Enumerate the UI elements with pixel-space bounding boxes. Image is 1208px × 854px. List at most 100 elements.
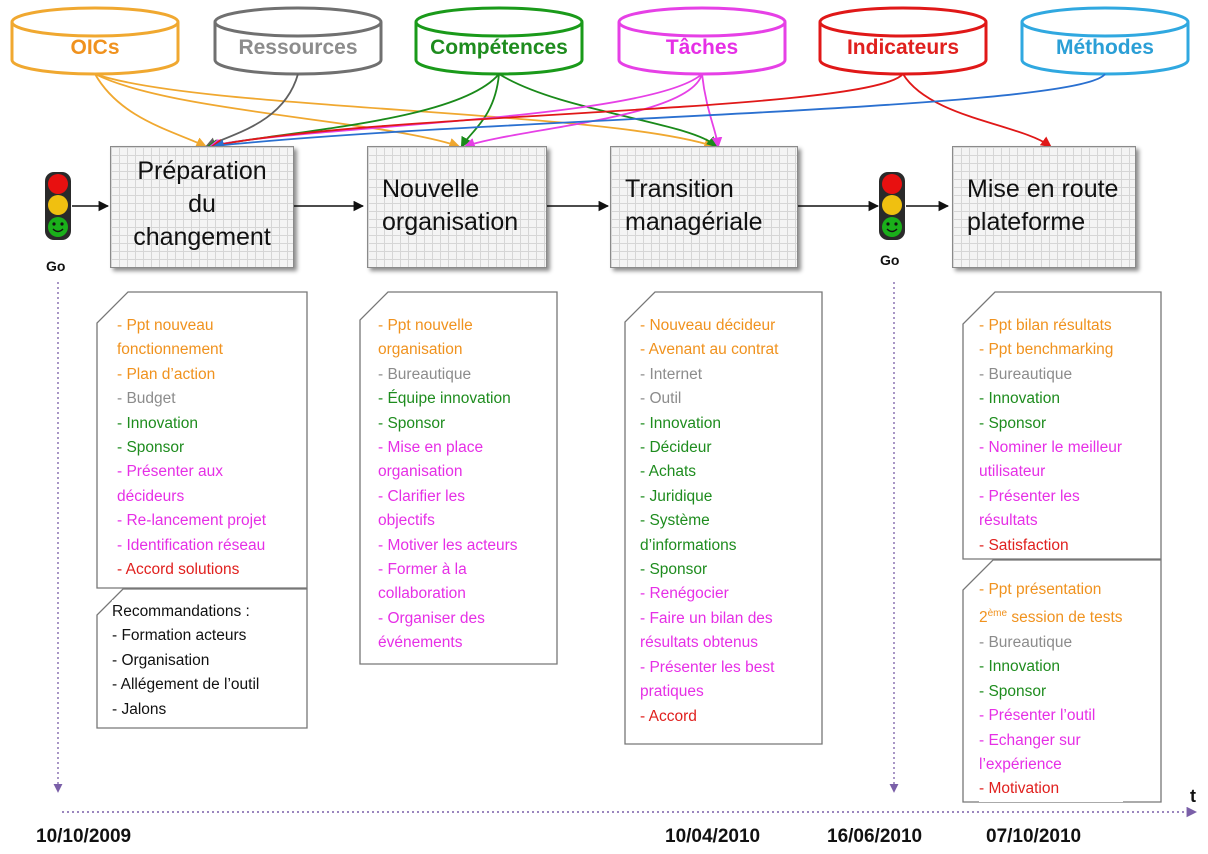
go-label-milestone: Go: [880, 252, 900, 268]
card-line: organisation: [378, 341, 463, 359]
card-line: - Juridique: [640, 487, 713, 505]
card-line: - Faire un bilan des: [640, 609, 773, 627]
card-line: - Présenter aux: [117, 463, 223, 481]
card-line: organisation: [378, 463, 463, 481]
card-line: - Nouveau décideur: [640, 317, 776, 334]
date-label: 07/10/2010: [986, 826, 1082, 847]
phase-box-mise-en-route: Mise en route plateforme: [952, 146, 1136, 268]
card-line: - Ppt nouveau: [117, 317, 214, 334]
card-line: - Présenter les best: [640, 658, 775, 676]
card-line: - Plan d’action: [117, 365, 216, 383]
card-line: - Sponsor: [640, 561, 708, 579]
card-line: - Internet: [640, 365, 703, 383]
phase-line: organisation: [382, 208, 519, 236]
card-line: - Nominer le meilleur: [979, 439, 1122, 457]
phase-box-preparation: Préparation du changement: [110, 146, 294, 268]
card-line: - Outil: [640, 390, 682, 408]
card-line: - Organiser des: [378, 609, 485, 627]
phase-line: managériale: [625, 208, 763, 236]
card-line: pratiques: [640, 683, 704, 701]
date-label: 10/04/2010: [665, 826, 761, 847]
card-line: - Système: [640, 512, 710, 530]
card-line: - Sponsor: [979, 414, 1047, 432]
card-line: - Allégement de l’outil: [112, 676, 260, 694]
card-line: - Echanger sur: [979, 731, 1081, 749]
card-recommandations: Recommandations : - Formation acteurs - Or…: [112, 600, 260, 723]
time-axis-label: t: [1190, 786, 1196, 806]
card-line: - Achats: [640, 463, 696, 481]
card-line: - Bureautique: [378, 365, 472, 383]
card-line: - Ppt nouvelle: [378, 317, 473, 334]
card-line: - Équipe innovation: [378, 390, 511, 408]
card-line: 2ème session de tests: [979, 608, 1123, 627]
source-label-competences: Compétences: [430, 36, 568, 59]
card-transition: - Nouveau décideur - Avenant au contrat - …: [640, 314, 779, 729]
card-line: - Sponsor: [117, 439, 185, 457]
card-line: - Ppt présentation: [979, 581, 1102, 598]
card-line: - Ppt benchmarking: [979, 341, 1114, 359]
card-line: résultats: [979, 512, 1038, 530]
card-line: - Innovation: [979, 390, 1060, 408]
card-line: l’expérience: [979, 756, 1062, 773]
source-label-indicateurs: Indicateurs: [846, 36, 960, 59]
card-line: - Sponsor: [979, 682, 1047, 700]
card-preparation: - Ppt nouveau fonctionnement - Plan d’acti…: [117, 314, 267, 583]
card-line: - Présenter l’outil: [979, 707, 1096, 725]
source-connections: [94, 73, 1106, 151]
milestone-lines: [53, 282, 899, 793]
card-line: - Innovation: [117, 414, 198, 432]
card-line: - Motiver les acteurs: [378, 536, 518, 554]
source-label-oics: OICs: [70, 36, 120, 59]
card-line: - Présenter les: [979, 487, 1080, 505]
card-line: - Décideur: [640, 439, 712, 457]
card-line: fonctionnement: [117, 341, 223, 359]
card-line: - Satisfaction: [979, 536, 1069, 554]
phase-line: Nouvelle: [382, 175, 480, 203]
date-label: 16/06/2010: [827, 826, 923, 847]
card-line: objectifs: [378, 512, 435, 530]
card-line: - Mise en place: [378, 439, 484, 457]
phase-line: Préparation: [137, 157, 267, 185]
card-line: - Innovation: [640, 414, 721, 432]
card-line: collaboration: [378, 585, 466, 603]
card-line: - Innovation: [979, 658, 1060, 676]
go-label-start: Go: [46, 258, 66, 274]
card-line: - Re-lancement projet: [117, 512, 267, 530]
card-line: - Identification réseau: [117, 536, 266, 554]
card-line: utilisateur: [979, 463, 1046, 481]
traffic-light-go: [879, 172, 905, 240]
cylinder-ressources: [213, 6, 383, 76]
phase-line: plateforme: [967, 208, 1086, 236]
card-nouvelle-organisation: - Ppt nouvelle organisation - Bureautique -…: [378, 314, 518, 656]
traffic-light-start: [45, 172, 71, 240]
card-line: - Bureautique: [979, 365, 1073, 383]
card-line: d’informations: [640, 536, 737, 554]
cylinder-oics: [10, 6, 180, 76]
card-line: - Organisation: [112, 651, 210, 669]
source-label-methodes: Méthodes: [1055, 36, 1154, 59]
source-label-ressources: Ressources: [238, 36, 358, 59]
phase-line: du: [188, 190, 216, 218]
phase-line: changement: [133, 223, 271, 251]
card-line: - Renégocier: [640, 585, 729, 603]
card-line: - Avenant au contrat: [640, 341, 779, 359]
card-line: Recommandations :: [112, 603, 250, 620]
card-line: - Formation acteurs: [112, 627, 247, 645]
phase-box-transition: Transition managériale: [610, 146, 798, 268]
cylinder-taches: [617, 6, 787, 76]
card-mise-en-route-tests: - Ppt présentation 2ème session de tests -…: [979, 578, 1123, 802]
card-line: résultats obtenus: [640, 634, 759, 652]
phase-line: Mise en route: [967, 175, 1119, 203]
cylinder-competences: [414, 6, 584, 76]
date-label: 10/10/2009: [36, 826, 132, 847]
phase-line: Transition: [625, 175, 734, 203]
card-mise-en-route-bilan: - Ppt bilan résultats- Ppt benchmarking-…: [979, 314, 1122, 559]
card-line: - Sponsor: [378, 414, 446, 432]
card-line: - Budget: [117, 390, 176, 408]
card-line: décideurs: [117, 487, 185, 505]
card-line: - Former à la: [378, 561, 467, 579]
card-line: - Motivation: [979, 780, 1060, 798]
card-outlines: [96, 291, 1162, 803]
card-line: - Clarifier les: [378, 487, 465, 505]
